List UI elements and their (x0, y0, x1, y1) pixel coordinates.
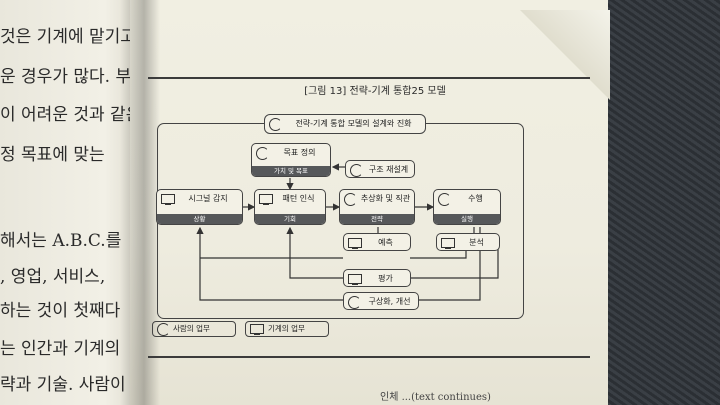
monitor-icon (250, 324, 264, 335)
person-icon (438, 193, 451, 206)
analysis-node: 분석 (436, 233, 500, 251)
left-text-line: , 영업, 서비스, (0, 267, 106, 287)
person-icon (344, 193, 357, 206)
figure-top-rule (148, 77, 590, 79)
left-text-line: 는 인간과 기계의 (0, 339, 121, 359)
left-text-line: 운 경우가 많다. 부분 (0, 67, 147, 87)
legend-machine: 기계의 업무 (245, 321, 329, 337)
abstraction-sub-label: 전략 (340, 214, 414, 224)
body-text-fragment: 인체 ...(text continues) (380, 392, 491, 403)
prediction-node: 예측 (343, 233, 411, 251)
monitor-icon (259, 194, 273, 205)
pattern-recognition-node: 패턴 인식 기회 (254, 189, 326, 225)
left-text-line: 략과 기술. 사람이 (0, 375, 126, 395)
person-icon (157, 323, 170, 336)
left-text-line: 것은 기계에 맡기고 (0, 27, 136, 47)
structure-redesign-node: 구조 재설계 (345, 160, 415, 178)
signal-detection-node: 시그널 감지 상황 (156, 189, 243, 225)
execution-node: 수행 실행 (433, 189, 501, 225)
person-icon (256, 147, 269, 160)
execution-sub-label: 실행 (434, 214, 500, 224)
monitor-icon (348, 274, 362, 285)
monitor-icon (161, 194, 175, 205)
left-text-line: 해서는 A.B.C.를 (0, 231, 122, 251)
goal-definition-node: 목표 정의 가치 및 목표 (251, 143, 331, 177)
evaluation-node: 평가 (343, 269, 411, 287)
book-gutter-shadow (120, 0, 160, 405)
left-book-page: 것은 기계에 맡기고 운 경우가 많다. 부분 이 어려운 것과 같은 정 목표… (0, 0, 150, 405)
left-text-line: 정 목표에 맞는 (0, 145, 105, 165)
legend-person: 사람의 업무 (152, 321, 236, 337)
figure-bottom-rule (148, 356, 590, 358)
design-evolution-node: 전략-기계 통합 모델의 설계와 진화 (264, 114, 426, 134)
person-icon (350, 164, 363, 177)
goal-sub-label: 가치 및 목표 (252, 166, 330, 176)
abstraction-intuition-node: 추상화 및 직관 전략 (339, 189, 415, 225)
improvement-node: 구상화, 개선 (343, 292, 419, 310)
monitor-icon (348, 238, 362, 249)
monitor-icon (441, 238, 455, 249)
person-icon (269, 118, 282, 131)
left-text-line: 이 어려운 것과 같은 (0, 105, 142, 125)
left-text-line: 하는 것이 첫째다 (0, 301, 121, 321)
figure-title: [그림 13] 전략-기계 통합25 모델 (304, 86, 446, 97)
pattern-sub-label: 기회 (255, 214, 325, 224)
signal-sub-label: 상황 (157, 214, 242, 224)
person-icon (348, 296, 361, 309)
